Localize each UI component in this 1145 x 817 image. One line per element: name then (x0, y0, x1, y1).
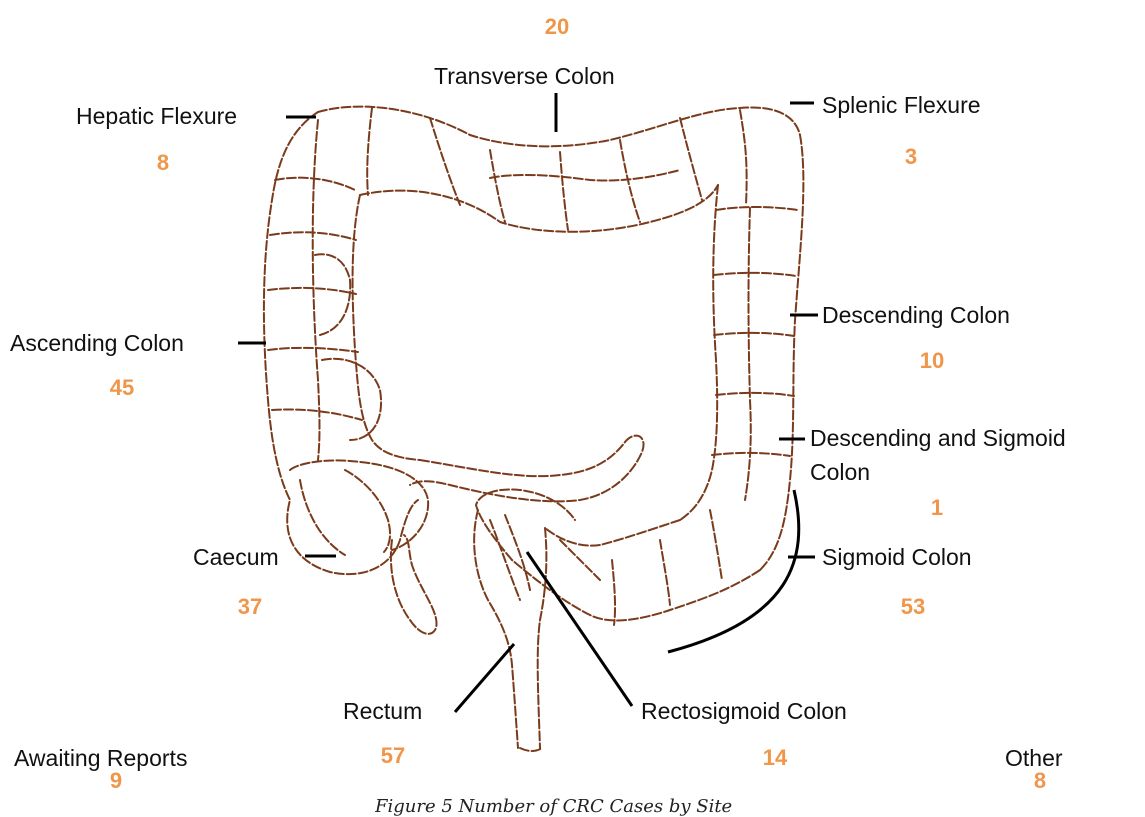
other-count: 8 (1034, 768, 1046, 794)
transverse-colon-label: Transverse Colon (434, 62, 615, 90)
transverse-count: 20 (545, 14, 569, 40)
colon-illustration (264, 107, 803, 751)
leader-rectum (455, 644, 514, 712)
sigmoid-count: 53 (901, 594, 925, 620)
hepatic-flexure-label: Hepatic Flexure (76, 102, 237, 130)
caecum-outline (290, 460, 428, 550)
ascending-colon-label: Ascending Colon (10, 329, 184, 357)
sigmoid-colon-outline (512, 560, 760, 620)
ascending-count: 45 (110, 375, 134, 401)
caecum-count: 37 (238, 594, 262, 620)
rectosigmoid-colon-label: Rectosigmoid Colon (641, 697, 847, 725)
descending-sigmoid-label-line1: Descending and Sigmoid (810, 424, 1066, 452)
descending-count: 10 (920, 348, 944, 374)
caecum-label: Caecum (193, 543, 279, 571)
figure-caption: Figure 5 Number of CRC Cases by Site (375, 796, 732, 817)
hepatic-count: 8 (157, 150, 169, 176)
splenic-flexure-label: Splenic Flexure (822, 91, 981, 119)
leader-rectosigmoid (527, 552, 632, 706)
rectum-label: Rectum (343, 697, 422, 725)
ascending-colon-outline (264, 112, 418, 574)
awaiting-reports-label: Awaiting Reports (14, 744, 187, 772)
rectum-count: 57 (381, 743, 405, 769)
descending-colon-label: Descending Colon (822, 301, 1010, 329)
sigmoid-colon-label: Sigmoid Colon (822, 543, 972, 571)
rectosigmoid-count: 14 (763, 745, 787, 771)
awaiting-count: 9 (110, 768, 122, 794)
descending-sigmoid-count: 1 (931, 495, 943, 521)
appendix-outline (391, 535, 437, 634)
splenic-count: 3 (905, 144, 917, 170)
transverse-colon-outline (318, 107, 800, 147)
descending-sigmoid-label-line2: Colon (810, 458, 870, 486)
leader-lines (238, 93, 818, 712)
